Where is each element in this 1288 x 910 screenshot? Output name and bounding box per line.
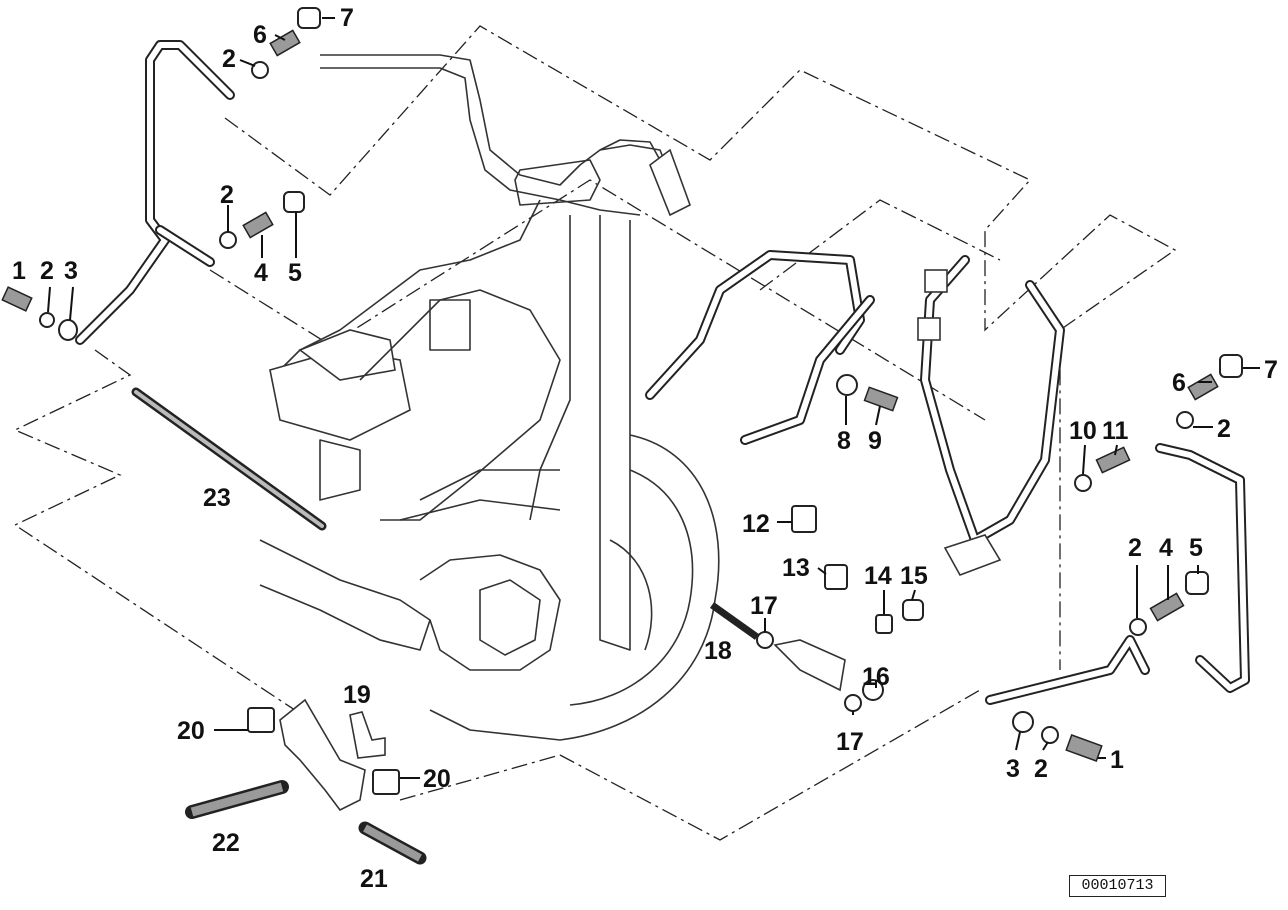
callout-6: 6 bbox=[253, 21, 267, 49]
callout-4: 4 bbox=[1159, 534, 1173, 562]
long-threaded-rod bbox=[131, 387, 327, 531]
hardware-parts bbox=[1, 7, 1243, 865]
callout-17: 17 bbox=[750, 592, 778, 620]
callout-20: 20 bbox=[177, 717, 205, 745]
callout-7: 7 bbox=[1264, 356, 1278, 384]
callout-2: 2 bbox=[220, 181, 234, 209]
callout-7: 7 bbox=[340, 4, 354, 32]
callout-21: 21 bbox=[360, 865, 388, 893]
callout-2: 2 bbox=[1217, 415, 1231, 443]
callout-1: 1 bbox=[1110, 746, 1124, 774]
callout-12: 12 bbox=[742, 510, 770, 538]
motorcycle-outline bbox=[259, 54, 720, 741]
callout-14: 14 bbox=[864, 562, 892, 590]
callout-numbers: 1 2 3 2 4 5 2 6 7 8 9 10 11 12 13 14 15 … bbox=[12, 4, 1278, 893]
middle-crash-bars bbox=[645, 250, 1065, 576]
callout-leaders bbox=[47, 17, 1260, 779]
callout-19: 19 bbox=[343, 681, 371, 709]
callout-5: 5 bbox=[1189, 534, 1203, 562]
callout-8: 8 bbox=[837, 427, 851, 455]
callout-18: 18 bbox=[704, 637, 732, 665]
callout-3: 3 bbox=[1006, 755, 1020, 783]
callout-2: 2 bbox=[222, 45, 236, 73]
callout-2: 2 bbox=[1034, 755, 1048, 783]
callout-16: 16 bbox=[862, 663, 890, 691]
callout-22: 22 bbox=[212, 829, 240, 857]
callout-4: 4 bbox=[254, 259, 268, 287]
callout-9: 9 bbox=[868, 427, 882, 455]
callout-5: 5 bbox=[288, 259, 302, 287]
callout-13: 13 bbox=[782, 554, 810, 582]
callout-11: 11 bbox=[1102, 417, 1129, 445]
callout-10: 10 bbox=[1069, 417, 1097, 445]
callout-2: 2 bbox=[40, 257, 54, 285]
left-crash-bar bbox=[75, 40, 235, 345]
callout-17: 17 bbox=[836, 728, 864, 756]
callout-1: 1 bbox=[12, 257, 26, 285]
callout-15: 15 bbox=[900, 562, 928, 590]
callout-2: 2 bbox=[1128, 534, 1142, 562]
reference-number: 00010713 bbox=[1069, 875, 1166, 897]
callout-23: 23 bbox=[203, 484, 231, 512]
right-crash-bar bbox=[985, 443, 1250, 705]
callout-20: 20 bbox=[423, 765, 451, 793]
callout-3: 3 bbox=[64, 257, 78, 285]
callout-6: 6 bbox=[1172, 369, 1186, 397]
